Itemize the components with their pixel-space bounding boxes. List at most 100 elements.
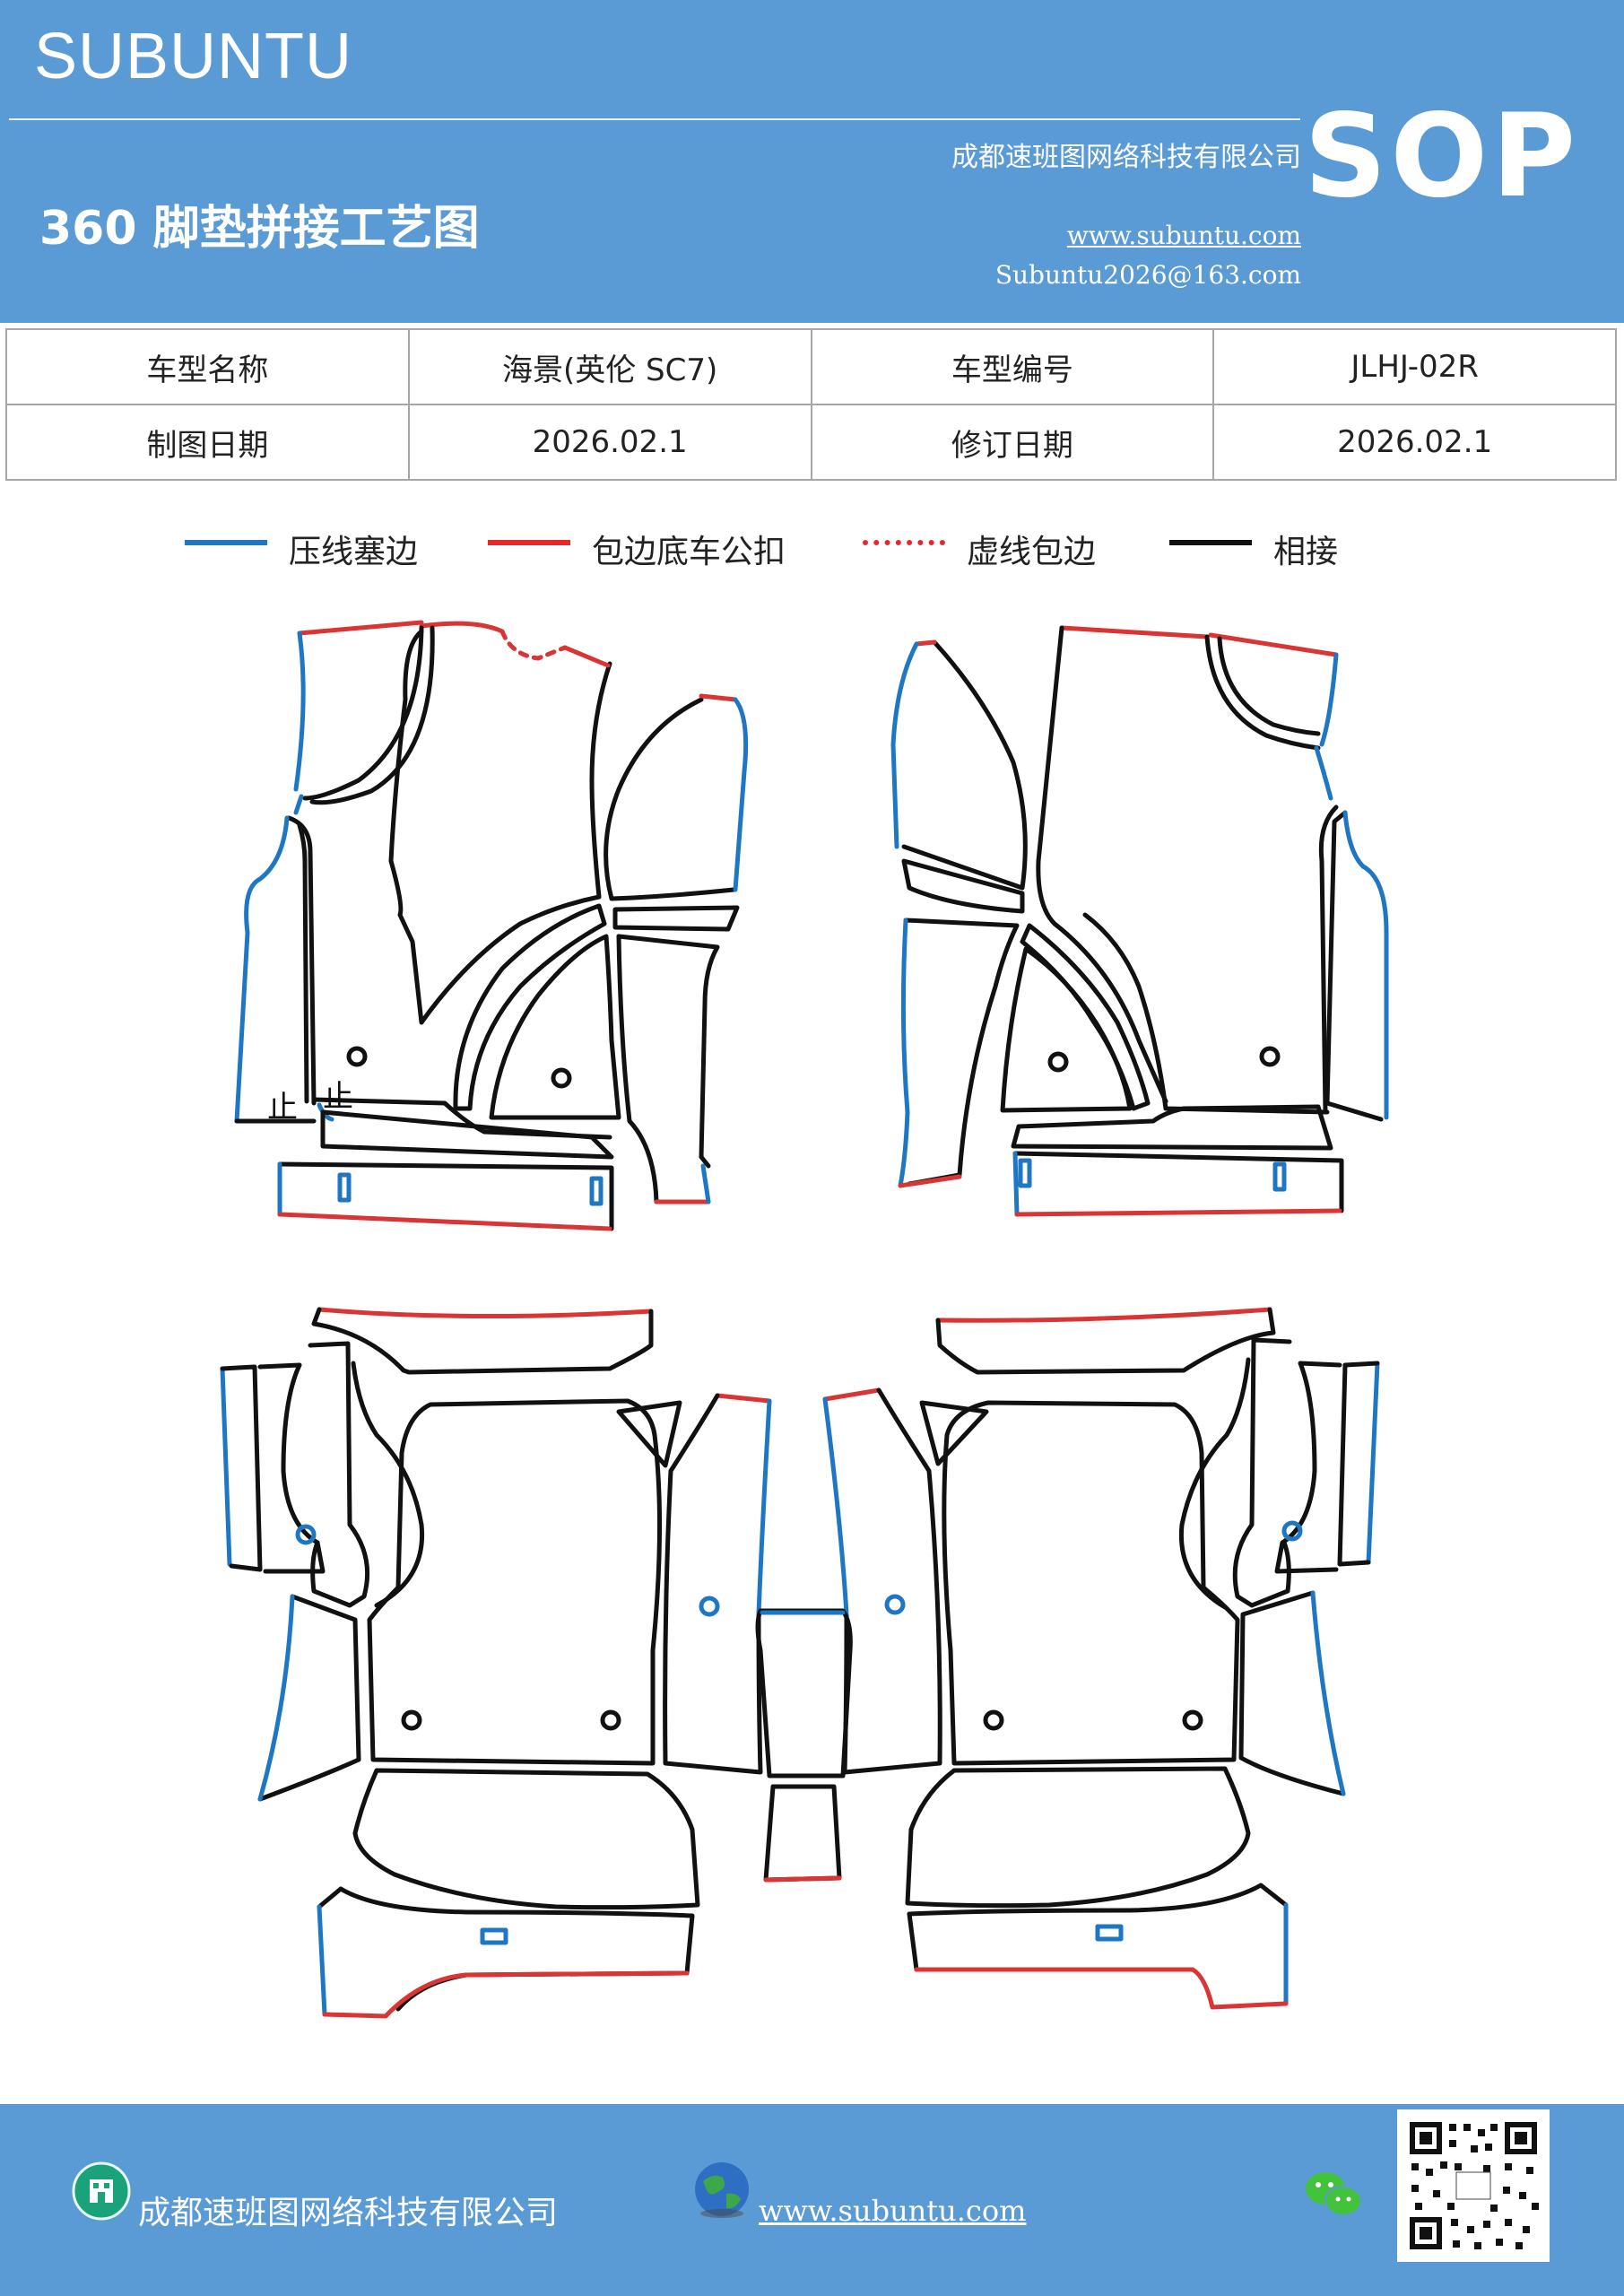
table-row: 车型名称 海景(英伦 SC7) 车型编号 JLHJ-02R	[5, 328, 1617, 405]
table-row: 制图日期 2026.02.1 修订日期 2026.02.1	[5, 404, 1617, 481]
table-cell: 海景(英伦 SC7)	[407, 328, 812, 405]
vehicle-info-table: 车型名称 海景(英伦 SC7) 车型编号 JLHJ-02R 制图日期 2026.…	[5, 328, 1617, 481]
footer-company-name: 成都速班图网络科技有限公司	[138, 2195, 559, 2231]
mat-outline	[842, 1387, 942, 1775]
mat-edge-blue	[700, 1163, 711, 1205]
mat-outline	[1012, 1151, 1344, 1213]
mat-edge-blue	[822, 1396, 849, 1617]
header-website-link[interactable]: www.subuntu.com	[1066, 221, 1301, 250]
mat-group-rear-right	[905, 1307, 1380, 2010]
legend-label: 包边底车公扣	[592, 534, 786, 570]
qr-code[interactable]	[1397, 2109, 1550, 2262]
mat-edge-blue	[890, 641, 919, 849]
clip-slot	[480, 1927, 508, 1945]
mat-outline	[277, 1161, 614, 1231]
line-legend: 压线塞边 包边底车公扣 虚线包边 相接	[0, 526, 1624, 570]
mat-outline	[286, 815, 317, 1106]
mat-outline	[453, 903, 607, 1111]
mat-edge-red	[898, 1174, 962, 1188]
clip-slot	[1272, 1161, 1287, 1192]
header-email[interactable]: Subuntu2026@163.com	[994, 260, 1301, 290]
table-cell: 2026.02.1	[407, 404, 812, 481]
mat-outline	[257, 1362, 326, 1574]
mat-outline	[489, 934, 621, 1120]
mat-outline	[763, 1784, 842, 1883]
header-company-name: 成都速班图网络科技有限公司	[951, 142, 1301, 173]
mat-outline	[352, 1768, 700, 1910]
mat-outline	[616, 934, 720, 1169]
mat-outline	[1318, 804, 1339, 1115]
mount-hole	[401, 1709, 422, 1731]
mat-outline	[604, 697, 736, 901]
mat-outline	[1232, 1337, 1292, 1608]
mat-edge-blue	[317, 1904, 327, 2017]
footer-banner: 成都速班图网络科技有限公司 www.subuntu.com	[0, 2104, 1624, 2296]
mat-outline	[1324, 810, 1384, 1122]
mount-hole	[1182, 1709, 1203, 1731]
table-cell: 制图日期	[5, 404, 410, 481]
mat-outline	[942, 1400, 1240, 1766]
mat-outline	[907, 1911, 919, 1972]
mat-outline	[755, 1608, 853, 1779]
mount-hole	[551, 1067, 572, 1089]
legend-label: 虚线包边	[967, 534, 1097, 570]
mat-outline	[901, 639, 1028, 891]
mount-hole	[983, 1709, 1004, 1731]
legend-swatch-black	[1169, 540, 1252, 545]
mat-outline	[1217, 636, 1321, 736]
brand-logo-text: SUBUNTU	[34, 21, 353, 92]
mat-outline	[616, 934, 659, 1205]
mat-edge-red	[822, 1387, 881, 1402]
building-icon	[72, 2161, 131, 2221]
table-cell: 2026.02.1	[1212, 404, 1617, 481]
mount-hole	[295, 1524, 317, 1545]
mat-edge-red	[914, 1967, 1289, 2010]
header-banner: SUBUNTU 360 脚垫拼接工艺图 成都速班图网络科技有限公司 www.su…	[0, 0, 1624, 323]
mat-edge-red	[1059, 625, 1210, 639]
mat-edge-red	[935, 1307, 1272, 1323]
mat-edge-blue	[257, 1594, 295, 1802]
mat-outline	[1337, 1361, 1380, 1567]
mount-hole	[884, 1594, 906, 1615]
table-cell: 修订日期	[810, 404, 1215, 481]
mat-outline	[1274, 1361, 1342, 1574]
mat-group-front-right	[890, 625, 1389, 1217]
mat-outline	[220, 1364, 263, 1572]
mat-outline	[388, 629, 612, 1025]
mat-outline	[320, 1109, 614, 1160]
footer-website-link[interactable]: www.subuntu.com	[759, 2194, 1027, 2228]
document-title: 360 脚垫拼接工艺图	[39, 202, 480, 256]
table-cell: 车型编号	[810, 328, 1215, 405]
qr-code-graphic	[1406, 2118, 1541, 2253]
mat-outline	[616, 1400, 682, 1468]
mat-outline	[903, 918, 1020, 1187]
clip-slot	[1018, 1158, 1032, 1188]
wechat-icon[interactable]	[1302, 2167, 1365, 2221]
mat-edge-blue	[1310, 1590, 1346, 1796]
mat-edge-red	[317, 1307, 654, 1319]
legend-swatch-red	[488, 540, 570, 545]
mat-edge-red	[277, 1212, 612, 1231]
mat-outline	[919, 1400, 989, 1466]
mat-outline	[1082, 912, 1330, 1115]
mat-edge-blue	[1366, 1361, 1380, 1565]
mat-outline	[311, 1307, 654, 1375]
mat-group-rear-left	[220, 1307, 700, 2019]
mount-hole	[699, 1596, 720, 1617]
clip-slot	[337, 1172, 352, 1203]
legend-swatch-red-dotted	[863, 540, 945, 545]
mat-edge-red	[715, 1393, 772, 1404]
table-cell: JLHJ-02R	[1212, 328, 1617, 405]
table-cell: 车型名称	[5, 328, 410, 405]
mat-edge-blue	[293, 631, 306, 792]
mount-hole	[346, 1046, 368, 1067]
mat-outline	[663, 1393, 763, 1775]
mat-group-center-tunnel	[663, 1387, 942, 1883]
header-divider	[9, 118, 1300, 120]
mat-edge-blue	[1319, 652, 1339, 747]
mat-edge-blue	[733, 697, 749, 892]
globe-icon	[695, 2162, 749, 2218]
mat-outline	[302, 625, 424, 801]
legend-swatch-blue	[185, 540, 267, 545]
mat-edge-red	[763, 1875, 842, 1883]
